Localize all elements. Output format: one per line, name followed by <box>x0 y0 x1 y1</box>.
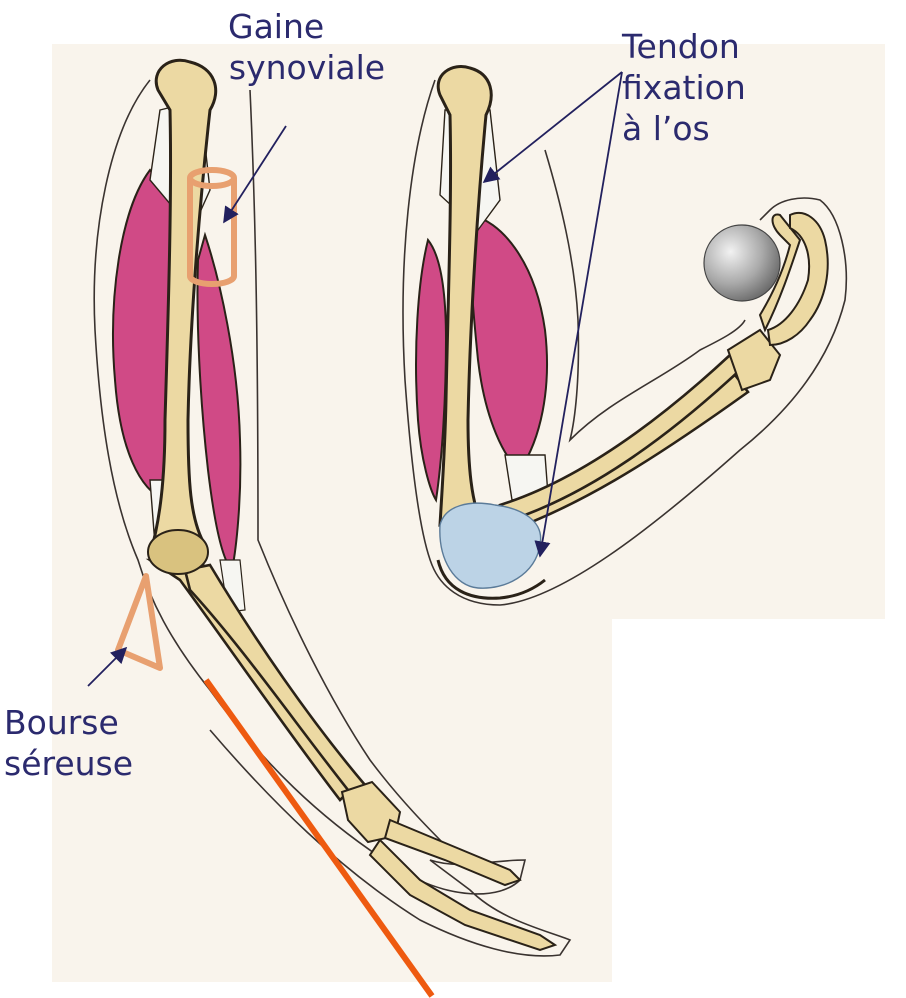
label-tendon-line1: Tendon <box>622 26 746 67</box>
label-tendon-fixation: Tendon fixation à l’os <box>622 26 746 149</box>
label-bourse-line1: Bourse <box>4 702 133 743</box>
label-bourse-sereuse: Bourse séreuse <box>4 702 133 784</box>
label-gaine-synoviale: Gaine synoviale <box>222 6 392 88</box>
label-gaine-line1: Gaine <box>222 6 392 47</box>
label-tendon-line2: fixation <box>622 67 746 108</box>
extended-elbow-joint <box>148 530 208 574</box>
label-gaine-line2: synoviale <box>222 47 392 88</box>
label-tendon-line3: à l’os <box>622 108 746 149</box>
label-bourse-line2: séreuse <box>4 743 133 784</box>
ball <box>704 225 780 301</box>
